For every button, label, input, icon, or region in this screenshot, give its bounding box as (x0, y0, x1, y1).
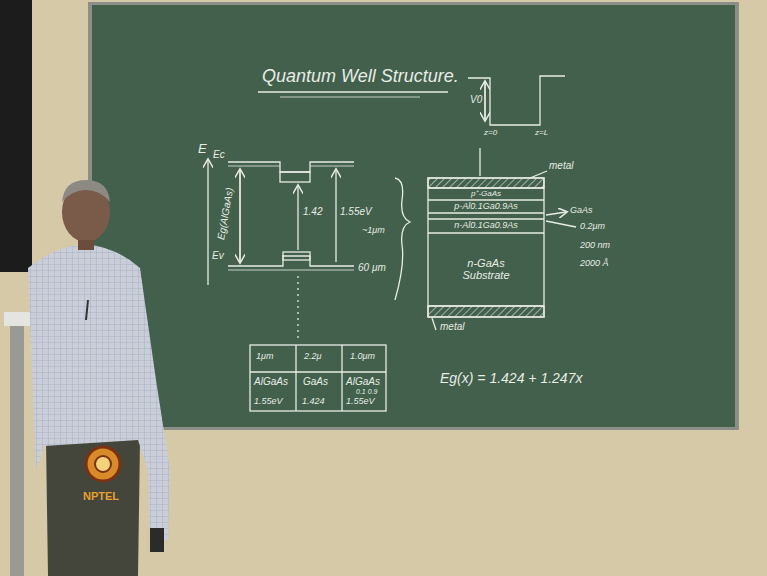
nptel-logo (86, 447, 120, 481)
layer-text: n-Al0.1Ga0.9As (454, 221, 518, 230)
chalk-label: Ev (212, 250, 224, 262)
layer-band: p⁺-GaAs (429, 189, 543, 200)
chalk-label: Eg(x) = 1.424 + 1.247x (440, 370, 582, 386)
chalk-label: AlGaAs (346, 376, 380, 388)
doorway (0, 0, 32, 272)
layer-text: n-GaAs Substrate (456, 258, 516, 281)
chalk-label: GaAs (303, 376, 328, 388)
chalk-label: 2.2μ (304, 351, 321, 361)
chalk-label: V0 (470, 94, 482, 106)
board-title: Quantum Well Structure. (262, 66, 459, 87)
layer-band: n-GaAs Substrate (429, 234, 543, 306)
chalk-label: 200 nm (580, 240, 610, 250)
chalk-label: 1.0μm (350, 351, 375, 361)
chalk-label: 60 μm (358, 262, 386, 274)
chalk-label: AlGaAs (254, 376, 288, 388)
chalk-label: 1.42 (303, 206, 322, 218)
band-diagram (208, 76, 576, 411)
chalk-label: 0.1 0.9 (356, 388, 377, 396)
chalk-label: 2000 Å (580, 258, 609, 268)
chalkboard (92, 5, 735, 427)
chalk-label: z=0 (484, 128, 497, 137)
logo-text: NPTEL (83, 490, 119, 503)
layer-band: p-Al0.1Ga0.9As (429, 200, 543, 213)
chalk-smudge (92, 5, 735, 427)
chalk-label: z=L (535, 128, 548, 137)
chalk-label: 0.2μm (580, 221, 605, 231)
chalk-label: Ec (213, 149, 225, 161)
chalk-label: GaAs (570, 205, 593, 215)
lecturer (4, 180, 170, 576)
board-frame (88, 2, 739, 430)
chalk-label: metal (440, 321, 464, 333)
chalk-label: 1.424 (302, 396, 325, 406)
chalk-label: 1.55eV (346, 396, 375, 406)
layer-text: p-Al0.1Ga0.9As (454, 202, 518, 211)
layer-text: p⁺-GaAs (471, 190, 501, 198)
chalk-label: 1μm (256, 351, 273, 361)
layer-band: n-Al0.1Ga0.9As (429, 219, 543, 233)
chalk-label: 1.55eV (254, 396, 283, 406)
chalk-label: ~1μm (362, 225, 385, 235)
chalk-label: E (198, 142, 207, 157)
chalk-label: 1.55eV (340, 206, 372, 218)
chalk-label: metal (549, 160, 573, 172)
